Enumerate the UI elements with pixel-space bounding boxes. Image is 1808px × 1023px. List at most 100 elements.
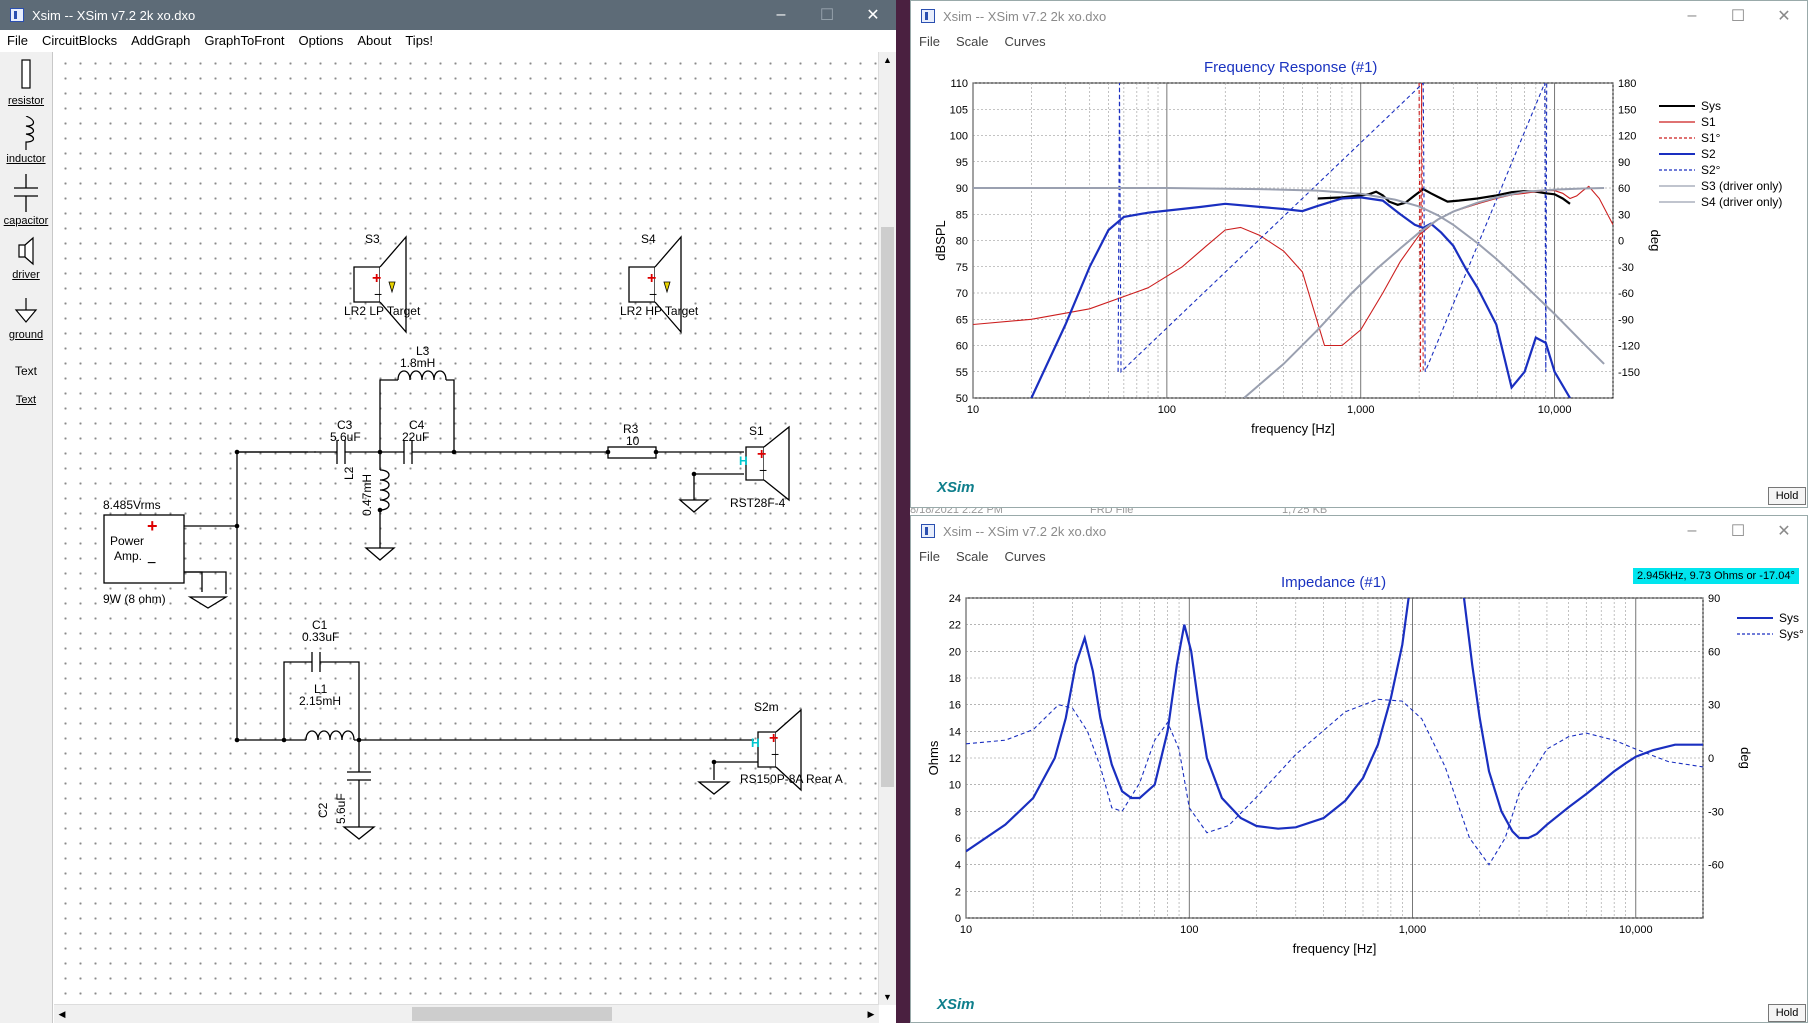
palette-driver[interactable]: driver (0, 236, 52, 281)
y-tick-label: 12 (949, 753, 961, 765)
close-icon[interactable]: ✕ (866, 7, 880, 24)
amp-voltage[interactable]: 8.485Vrms (103, 498, 161, 512)
s4-label[interactable]: S4 (641, 232, 656, 246)
legend-label: S3 (driver only) (1701, 179, 1782, 193)
s3-label[interactable]: S3 (365, 232, 380, 246)
c2-label[interactable]: C2 (316, 802, 330, 818)
close-icon[interactable]: ✕ (1777, 8, 1791, 25)
minimize-icon[interactable]: – (1687, 522, 1697, 539)
main-window: Xsim -- XSim v7.2 2k xo.dxo – ☐ ✕ File C… (0, 0, 896, 1023)
vertical-scroll-thumb[interactable] (881, 227, 894, 787)
x-tick-label: 10 (960, 924, 972, 936)
menu-tips[interactable]: Tips! (405, 32, 434, 48)
s1-note: RST28F-4 (730, 496, 786, 510)
series-line-sys- (966, 698, 1703, 866)
close-icon[interactable]: ✕ (1777, 523, 1791, 540)
y2-axis-label: deg (1738, 747, 1753, 769)
vertical-scrollbar[interactable]: ▲ ▼ (878, 52, 896, 1005)
series-line-sys (966, 598, 1410, 853)
c4-label[interactable]: C4 (409, 418, 425, 432)
horizontal-scrollbar[interactable]: ◀ ▶ (54, 1004, 879, 1023)
bg-file-size: 1,725 KB (1282, 508, 1328, 516)
horizontal-scroll-thumb[interactable] (412, 1007, 612, 1021)
menu-options[interactable]: Options (298, 32, 344, 48)
l2-label[interactable]: L2 (342, 466, 356, 480)
palette-ground[interactable]: ground (0, 296, 52, 341)
freq-hold-button[interactable]: Hold (1768, 487, 1806, 505)
maximize-icon[interactable]: ☐ (819, 7, 835, 24)
c3-label[interactable]: C3 (337, 418, 353, 432)
palette-text-tool[interactable]: Text (0, 364, 52, 378)
menu-graphtofront[interactable]: GraphToFront (204, 32, 285, 48)
menu-circuitblocks[interactable]: CircuitBlocks (41, 32, 118, 48)
palette-text-tool-2[interactable]: Text (0, 394, 52, 406)
amp-plus: + (147, 516, 158, 536)
y-tick-label: 105 (950, 104, 968, 116)
freq-menu-scale[interactable]: Scale (955, 33, 989, 49)
legend-label: S4 (driver only) (1701, 195, 1782, 209)
y-tick-label: 85 (956, 209, 968, 221)
s1-minus: − (759, 462, 768, 478)
y-tick-label: 65 (956, 314, 968, 326)
imp-chart-title: Impedance (#1) (1281, 574, 1387, 591)
l3-label[interactable]: L3 (416, 344, 430, 358)
s1-h-marker: H (739, 454, 748, 468)
x-axis-label: frequency [Hz] (1251, 421, 1335, 436)
maximize-icon[interactable]: ☐ (1730, 8, 1746, 25)
y2-tick-label: -60 (1618, 288, 1634, 300)
maximize-icon[interactable]: ☐ (1730, 523, 1746, 540)
y2-tick-label: 120 (1618, 131, 1636, 143)
imp-menu-curves[interactable]: Curves (1004, 548, 1046, 564)
palette-driver-label: driver (12, 269, 40, 281)
schematic-canvas[interactable]: S3 + − LR2 LP Target S4 + − LR2 HP Targe… (54, 52, 878, 996)
s2-label[interactable]: S2m (754, 700, 779, 714)
ground-icon (14, 298, 38, 323)
amp-power: 9W (8 ohm) (103, 592, 166, 606)
y-axis-label: Ohms (926, 740, 941, 775)
main-titlebar[interactable]: Xsim -- XSim v7.2 2k xo.dxo – ☐ ✕ (0, 0, 896, 30)
l1-label[interactable]: L1 (314, 682, 328, 696)
palette-inductor[interactable]: inductor (0, 115, 52, 165)
palette-resistor[interactable]: resistor (0, 58, 52, 107)
legend-label: S1 (1701, 115, 1716, 129)
scroll-up-icon[interactable]: ▲ (883, 55, 892, 65)
imp-menu-file[interactable]: File (919, 548, 940, 564)
s3-plus: + (372, 270, 382, 287)
background-explorer-strip: 8/18/2021 2:22 PM FRD File 1,725 KB (910, 508, 1808, 519)
legend-label: S1° (1701, 131, 1721, 145)
freq-chart-title: Frequency Response (#1) (1204, 59, 1378, 76)
scroll-left-icon[interactable]: ◀ (58, 1009, 66, 1019)
y-tick-label: 10 (949, 780, 961, 792)
freq-window-title: Xsim -- XSim v7.2 2k xo.dxo (943, 8, 1107, 24)
series-line-s2 (1030, 196, 1571, 398)
y2-tick-label: 180 (1618, 78, 1636, 90)
imp-brand-logo: XSim (937, 996, 975, 1013)
frequency-response-chart[interactable]: 1101051009590858075706560555018015012090… (911, 53, 1808, 503)
menu-file[interactable]: File (7, 32, 28, 48)
x-tick-label: 100 (1158, 404, 1176, 416)
imp-hold-button[interactable]: Hold (1768, 1004, 1806, 1022)
menu-addgraph[interactable]: AddGraph (131, 32, 191, 48)
c1-label[interactable]: C1 (312, 618, 328, 632)
freq-titlebar[interactable]: Xsim -- XSim v7.2 2k xo.dxo – ☐ ✕ (911, 1, 1807, 31)
palette-inductor-label: inductor (6, 153, 46, 165)
freq-menu-curves[interactable]: Curves (1004, 33, 1046, 49)
freq-menu-file[interactable]: File (919, 33, 940, 49)
y-tick-label: 16 (949, 700, 961, 712)
imp-titlebar[interactable]: Xsim -- XSim v7.2 2k xo.dxo – ☐ ✕ (911, 516, 1807, 546)
menu-about[interactable]: About (357, 32, 392, 48)
scroll-right-icon[interactable]: ▶ (867, 1009, 875, 1019)
y2-tick-label: 60 (1708, 646, 1720, 658)
legend-label: Sys (1701, 99, 1721, 113)
y2-tick-label: 0 (1708, 753, 1714, 765)
y-tick-label: 20 (949, 646, 961, 658)
imp-menu-scale[interactable]: Scale (955, 548, 989, 564)
s1-label[interactable]: S1 (749, 424, 764, 438)
scroll-down-icon[interactable]: ▼ (883, 992, 892, 1002)
minimize-icon[interactable]: – (776, 6, 786, 23)
palette-capacitor[interactable]: capacitor (0, 174, 52, 227)
r3-label[interactable]: R3 (623, 422, 639, 436)
text-tool-2: Text (15, 394, 37, 406)
minimize-icon[interactable]: – (1687, 7, 1697, 24)
